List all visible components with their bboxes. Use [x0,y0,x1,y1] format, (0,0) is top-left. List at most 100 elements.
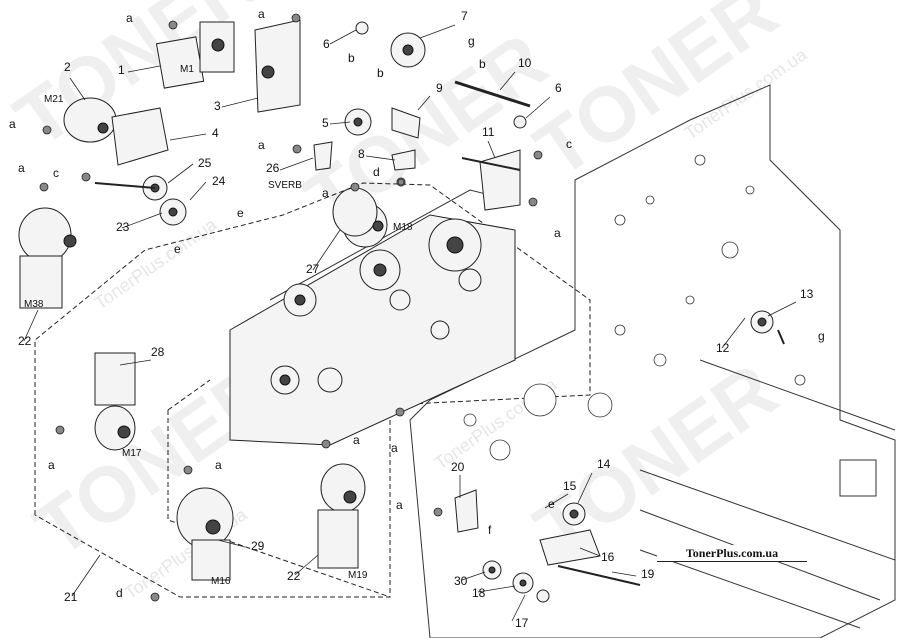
fastener-letter-a-3: a [258,138,265,152]
rail-19 [557,565,641,586]
callout-c18: 18 [472,586,486,600]
fastener-letter-a-7: a [48,458,55,472]
gear-14 [562,502,586,526]
fastener-letter-b-14: b [479,57,486,71]
fastener-letter-a-0: a [126,11,133,25]
gear-5 [344,108,372,136]
callout-c5: 5 [322,116,329,130]
callout-c6a: 6 [323,37,330,51]
gear-13 [750,310,785,345]
callout-c11: 11 [482,125,495,139]
fastener-letter-d-17: d [373,165,380,179]
shaft-10 [454,80,531,129]
fastener-letter-a-2: a [9,117,16,131]
fastener-letter-b-13: b [377,66,384,80]
fastener-letter-a-8: a [215,458,222,472]
callout-c26: 26 [266,161,280,175]
motor-label-M19-6: M19 [348,570,368,581]
motor-m18 [332,187,384,237]
fastener-letter-g-24: g [818,329,825,343]
fastener-letter-a-10: a [391,441,398,455]
motor-label-M21-1: M21 [44,94,64,105]
fastener-letter-a-1: a [258,7,265,21]
bracket-3 [254,19,369,113]
svg-text:TONER: TONER [289,16,562,244]
gear-30 [482,560,502,580]
bracket-11 [461,149,521,211]
fastener-letters: a a a a a a a a a a a a b b b c c d d e e e f g g [9,7,825,600]
callout-c22a: 22 [18,334,32,348]
motor-label-M16-5: M16 [211,576,231,587]
callout-c29: 29 [251,539,265,553]
callout-c2: 2 [64,60,71,74]
callout-c19: 19 [641,567,655,581]
assembly-21-outline [34,182,591,598]
callout-c7: 7 [461,9,468,23]
callout-numbers: 1234566789101112131415161718192021222223… [18,9,814,630]
fastener-letter-a-11: a [396,498,403,512]
callout-c20: 20 [451,460,465,474]
motor-label-M18-2: M18 [393,222,413,233]
bracket-9 [391,107,421,139]
callout-c25: 25 [198,156,212,170]
callout-c16: 16 [601,550,615,564]
callout-c8: 8 [358,147,365,161]
bracket-20 [454,489,479,533]
svg-text:TonerPlus.com.ua: TonerPlus.com.ua [91,214,221,314]
callout-c24: 24 [212,174,226,188]
gear-25 [94,175,168,201]
motor-label-M17-4: M17 [122,448,142,459]
fastener-letter-a-6: a [554,226,561,240]
fastener-letter-g-23: g [468,34,475,48]
fastener-letter-f-22: f [488,523,492,537]
callout-c23: 23 [116,220,130,234]
callout-c9: 9 [436,81,443,95]
callout-c28: 28 [151,345,165,359]
gear-18 [512,572,534,594]
gear-23 [159,198,187,226]
brand-label: TonerPlus.com.ua [657,545,807,562]
callout-c1: 1 [118,63,125,77]
callout-c4: 4 [212,126,219,140]
callout-c30: 30 [454,574,468,588]
motor-m19 [317,463,366,569]
callout-c17: 17 [515,616,529,630]
fastener-letter-b-12: b [348,51,355,65]
motor-label-M1-0: M1 [180,64,194,75]
callout-c10: 10 [518,56,532,70]
motor-m38 [18,207,77,309]
motor-label-M38-3: M38 [24,299,44,310]
motor-m17 [94,352,136,451]
drive-gear-assembly [229,189,516,446]
callout-c22b: 22 [287,569,301,583]
bracket-26 [313,141,333,171]
callout-c3: 3 [214,99,221,113]
gear-17 [536,589,550,603]
callout-c21: 21 [64,590,78,604]
callout-c27: 27 [306,262,320,276]
fastener-letter-e-20: e [174,242,181,256]
fastener-letter-a-5: a [322,186,329,200]
motor-label-SVERB-7: SVERB [268,180,302,191]
fastener-letter-e-21: e [548,497,555,511]
screw-fasteners [39,13,543,602]
fastener-letter-e-19: e [237,206,244,220]
motor-m1 [155,21,235,89]
gear-7 [390,32,426,68]
fastener-letter-c-16: c [566,137,572,151]
callout-c15: 15 [563,479,577,493]
callout-c13: 13 [800,287,814,301]
callout-c6b: 6 [555,81,562,95]
fastener-letter-a-9: a [353,433,360,447]
fastener-letter-c-15: c [53,166,59,180]
motor-m21 [63,97,169,166]
fastener-letter-d-18: d [116,586,123,600]
leader-lines [23,24,797,622]
callout-c14: 14 [597,457,611,471]
fastener-letter-a-4: a [18,161,25,175]
callout-c12: 12 [716,341,730,355]
main-frame-assembly [409,84,896,638]
motor-m16 [176,487,234,581]
